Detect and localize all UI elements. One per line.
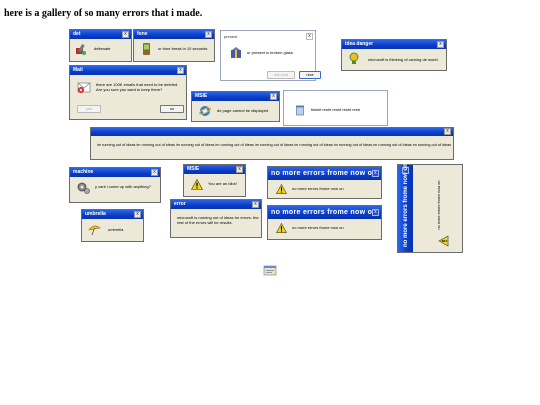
warning-icon — [191, 179, 203, 190]
det-close-button[interactable]: x — [122, 31, 129, 38]
no-more-errors-close-button-1[interactable]: x — [372, 170, 379, 177]
page-heading: here is a gallery of so many errors that… — [4, 8, 203, 19]
error-mail-icon — [77, 82, 91, 93]
warning-icon — [276, 223, 287, 233]
present-title: present — [224, 34, 238, 39]
tools-icon — [76, 44, 86, 55]
fone-title: fone — [137, 31, 148, 37]
no-more-errors-titlebar-1[interactable]: no more errors frome now on x — [268, 167, 381, 180]
msie-window: MSIE x de page cannot be displayed — [191, 91, 280, 122]
umbrella-window: umbrella x umbrella — [81, 209, 144, 242]
no-more-errors-window-2: no more errors frome now on x no more er… — [267, 205, 382, 240]
error-titlebar[interactable]: error x — [171, 200, 261, 209]
machine-message: y cant i come up with anything? — [95, 184, 151, 189]
gears-icon — [77, 182, 90, 194]
error-window: error x microsoft is running out of idea… — [170, 199, 262, 238]
resht-window: fisisht resht resht resht resh — [283, 90, 388, 126]
vertical-message: no more errors frome now on — [437, 180, 441, 230]
msie-close-button[interactable]: x — [270, 93, 277, 100]
fone-close-button[interactable]: x — [205, 31, 212, 38]
mail-window: Mail x there are 100K emails that need t… — [69, 65, 187, 120]
error-title: error — [174, 201, 186, 207]
machine-window: machine x y cant i come up with anything… — [69, 167, 161, 203]
det-window: det x deltenate — [69, 29, 132, 62]
gift-icon — [231, 47, 241, 58]
umbrella-message: umbrella — [108, 227, 124, 232]
umbrella-titlebar[interactable]: umbrella x — [82, 210, 143, 219]
running-out-window: x im running out of ideas im running out… — [90, 127, 454, 160]
msie-idiot-titlebar[interactable]: MSIE x — [184, 165, 245, 174]
msie-idiot-message: You are an idiot! — [208, 181, 237, 186]
msie-titlebar[interactable]: MSIE x — [192, 92, 279, 101]
mail-title: Mail — [73, 67, 83, 73]
machine-close-button[interactable]: x — [151, 169, 158, 176]
not-cool-button[interactable]: not cool — [267, 71, 295, 79]
no-more-errors-message-2: no more errors frome now on — [292, 225, 344, 230]
no-more-errors-close-button-2[interactable]: x — [372, 209, 379, 216]
msie-idiot-window: MSIE x You are an idiot! — [183, 164, 246, 197]
no-more-errors-message-1: no more errors frome now on — [292, 186, 344, 191]
mail-message: there are 100K emails that need to be de… — [96, 82, 179, 92]
vertical-titlebar[interactable]: no more errors frome now on — [398, 163, 413, 252]
lightbulb-icon — [349, 52, 359, 64]
idea-danger-titlebar[interactable]: idea danger x — [342, 40, 446, 49]
running-out-titlebar[interactable]: x — [91, 128, 453, 136]
det-titlebar[interactable]: det x — [70, 30, 131, 39]
det-message: deltenate — [94, 46, 111, 51]
mail-titlebar[interactable]: Mail x — [70, 66, 186, 75]
no-more-errors-titlebar-2[interactable]: no more errors frome now on x — [268, 206, 381, 219]
error-close-button[interactable]: x — [252, 201, 259, 208]
msie-idiot-title: MSIE — [187, 166, 200, 172]
warning-icon — [438, 235, 449, 247]
window-icon[interactable] — [263, 265, 277, 277]
present-close-button[interactable]: x — [306, 33, 313, 40]
idea-danger-title: idea danger — [345, 41, 374, 47]
machine-title: machine — [73, 169, 94, 175]
no-more-errors-title-1: no more errors frome now on — [271, 170, 377, 177]
nice-button[interactable]: nice — [299, 71, 321, 79]
internet-explorer-icon — [199, 106, 211, 116]
umbrella-close-button[interactable]: x — [134, 211, 141, 218]
idea-danger-window: idea danger x microsoft is thinking of o… — [341, 39, 447, 71]
running-out-message: im running out of ideas im running out o… — [97, 143, 452, 147]
warning-icon — [276, 184, 287, 194]
vertical-close-button[interactable] — [402, 167, 409, 174]
present-window: present x ur present is broken glass. no… — [220, 30, 321, 81]
msie-title: MSIE — [195, 93, 208, 99]
recycle-bin-icon — [296, 105, 304, 116]
fone-window: fone x ur fone break in 10 seconds — [133, 29, 215, 62]
fone-titlebar[interactable]: fone x — [134, 30, 214, 39]
umbrella-icon — [88, 225, 101, 236]
no-more-errors-window-1: no more errors frome now on x no more er… — [267, 166, 382, 199]
mail-no-button[interactable]: no — [160, 105, 184, 113]
msie-message: de page cannot be displayed — [217, 108, 269, 113]
running-out-close-button[interactable]: x — [444, 128, 451, 135]
phone-icon — [143, 43, 150, 55]
idea-danger-message: microsoft is thinking of owning de world — [368, 57, 438, 62]
no-more-errors-title-2: no more errors frome now on — [271, 209, 377, 216]
present-message: ur present is broken glass. — [247, 50, 294, 55]
machine-titlebar[interactable]: machine x — [70, 168, 160, 177]
fone-message: ur fone break in 10 seconds — [158, 46, 208, 51]
error-message: microsoft is running out of ideas for er… — [177, 215, 259, 225]
mail-yes-button[interactable]: yes — [77, 105, 101, 113]
idea-danger-close-button[interactable]: x — [437, 41, 444, 48]
mail-close-button[interactable]: x — [177, 67, 184, 74]
vertical-no-more-errors-window: no more errors frome now on no more erro… — [397, 163, 463, 253]
resht-message: fisisht resht resht resht resh — [311, 107, 361, 112]
umbrella-title: umbrella — [85, 211, 106, 217]
vertical-title: no more errors frome now on — [403, 163, 409, 247]
det-title: det — [73, 31, 81, 37]
msie-idiot-close-button[interactable]: x — [236, 166, 243, 173]
